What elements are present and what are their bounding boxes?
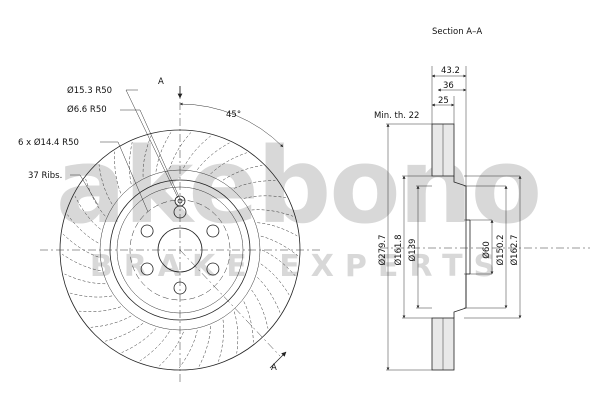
rib bbox=[105, 323, 144, 342]
leader-hole-15 bbox=[125, 89, 179, 199]
diameter-label: Ø162.7 bbox=[509, 234, 520, 265]
section-view: Section A–A 43.2 36 25 Min. th. 22 Ø279.… bbox=[374, 27, 590, 371]
diameter-label: Ø161.8 bbox=[393, 234, 404, 265]
diameter-label: Ø60 bbox=[481, 241, 492, 259]
leader-ribs bbox=[70, 174, 99, 206]
rib bbox=[261, 249, 296, 276]
leader-hole-6 bbox=[120, 109, 181, 200]
rib bbox=[64, 273, 106, 285]
rib bbox=[74, 195, 101, 230]
rib bbox=[234, 180, 276, 189]
rib bbox=[129, 142, 133, 185]
rib bbox=[243, 195, 286, 199]
rib bbox=[218, 319, 224, 362]
rib bbox=[257, 222, 298, 237]
rib bbox=[159, 331, 184, 367]
rib bbox=[121, 328, 157, 353]
rib bbox=[98, 164, 113, 205]
rib bbox=[90, 315, 132, 328]
cooling-ribs bbox=[61, 132, 299, 369]
label-hole-6: Ø6.6 R50 bbox=[67, 104, 107, 115]
rib bbox=[197, 142, 230, 170]
section-marker-top-label: A bbox=[158, 77, 164, 87]
diameter-label: Ø150.2 bbox=[495, 234, 506, 265]
rib bbox=[61, 253, 101, 271]
dim-disc: 25 bbox=[438, 96, 449, 106]
rib bbox=[169, 132, 192, 169]
front-view: A A 45° Ø15.3 R50 Ø6.6 R50 6 x Ø14.4 R50… bbox=[18, 77, 320, 385]
label-bolt-holes: 6 x Ø14.4 R50 bbox=[18, 137, 79, 148]
rib bbox=[210, 152, 247, 175]
angle-label: 45° bbox=[226, 110, 241, 120]
label-hole-15: Ø15.3 R50 bbox=[67, 85, 112, 96]
rib bbox=[260, 263, 290, 295]
rib bbox=[85, 179, 106, 217]
rib bbox=[251, 209, 294, 217]
rib bbox=[62, 233, 99, 258]
section-marker-bottom bbox=[269, 351, 287, 369]
rib bbox=[70, 292, 113, 298]
rib bbox=[142, 135, 152, 177]
rib bbox=[222, 165, 263, 181]
rib bbox=[183, 135, 211, 169]
rib bbox=[67, 214, 99, 244]
section-title: Section A–A bbox=[432, 27, 482, 37]
rib bbox=[155, 132, 172, 172]
rib bbox=[243, 301, 254, 343]
rib bbox=[78, 306, 121, 312]
section-marker-bottom-label: A bbox=[271, 363, 277, 373]
dim-hat: 36 bbox=[443, 81, 454, 91]
rib bbox=[178, 330, 198, 369]
dim-total: 43.2 bbox=[441, 66, 460, 76]
bolt-hole bbox=[206, 262, 220, 276]
rib bbox=[139, 331, 170, 362]
rib bbox=[257, 277, 281, 313]
bolt-hole bbox=[140, 262, 154, 276]
rib bbox=[251, 289, 269, 329]
angle-arc bbox=[179, 102, 284, 148]
min-thickness: Min. th. 22 bbox=[374, 111, 419, 121]
rib bbox=[260, 235, 299, 257]
diameter-label: Ø279.7 bbox=[377, 234, 388, 265]
watermark-tagline: BRAKE EXPERTS bbox=[90, 249, 506, 284]
label-ribs: 37 Ribs. bbox=[28, 171, 62, 181]
rib bbox=[114, 151, 122, 194]
rib bbox=[233, 311, 239, 354]
diameter-label: Ø139 bbox=[407, 239, 418, 262]
bolt-hole bbox=[206, 224, 220, 238]
leader-bolt-holes bbox=[100, 141, 149, 213]
bolt-hole bbox=[140, 224, 154, 238]
rib bbox=[198, 326, 211, 367]
